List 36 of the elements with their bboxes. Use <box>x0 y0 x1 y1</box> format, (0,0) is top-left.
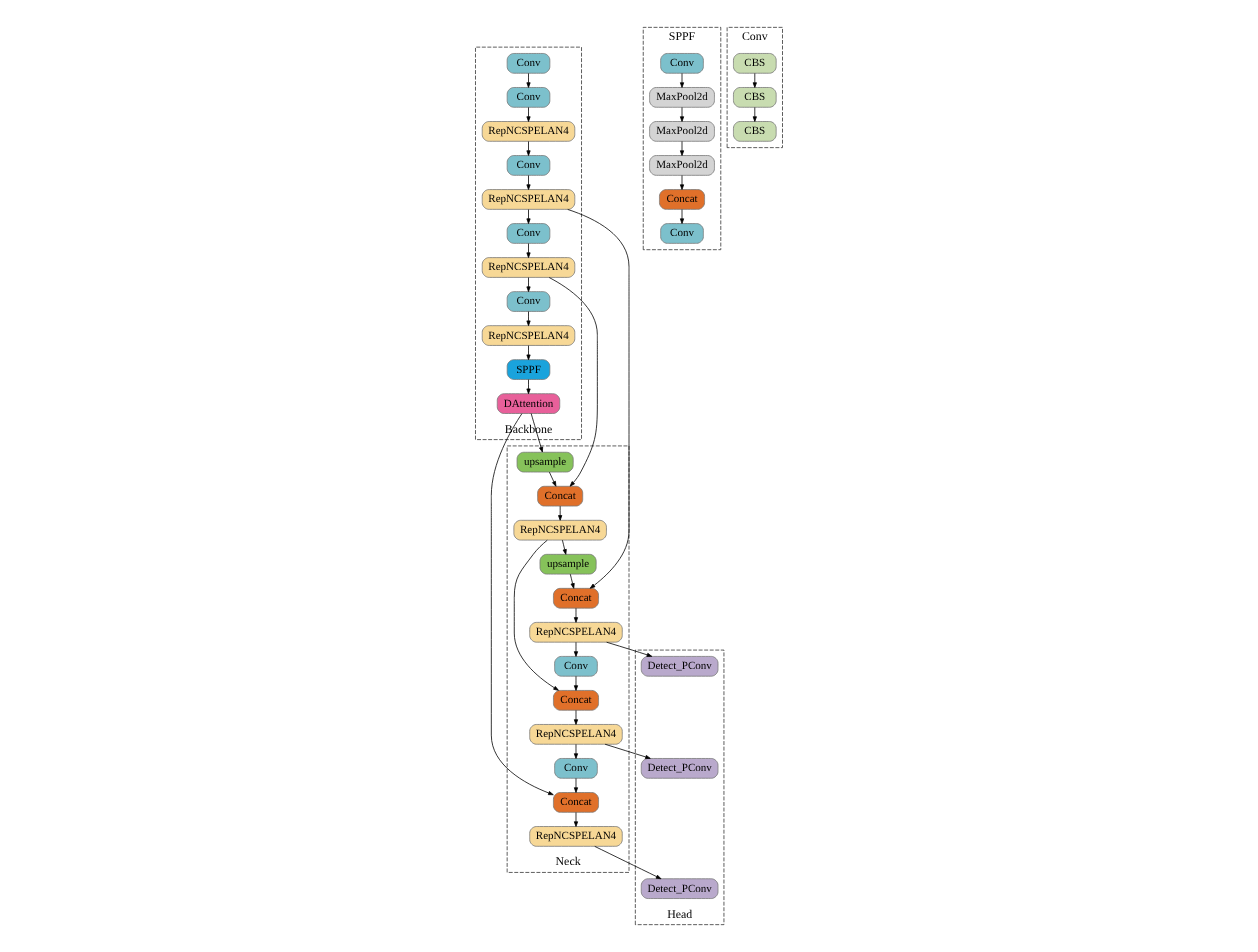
arrow <box>526 277 531 292</box>
arrow <box>526 72 531 88</box>
arrow <box>567 209 630 589</box>
arrow <box>530 413 544 453</box>
arrow <box>573 641 579 657</box>
arrow <box>558 505 563 521</box>
arrow <box>573 709 579 725</box>
arrow <box>679 141 685 156</box>
arrow <box>573 777 579 793</box>
arrow <box>526 243 531 258</box>
arrow <box>526 141 531 156</box>
arrow <box>548 277 598 487</box>
arrow <box>513 539 559 691</box>
arrow <box>679 175 685 190</box>
arrow <box>526 345 531 361</box>
arrow <box>679 72 685 88</box>
arrow <box>490 413 554 796</box>
arrow <box>526 175 531 190</box>
arrow <box>573 675 579 691</box>
arrow <box>679 209 685 224</box>
arrow <box>569 573 575 589</box>
arrow <box>526 107 531 122</box>
arrow <box>573 812 579 827</box>
arrow <box>752 107 757 122</box>
arrow <box>606 641 653 657</box>
arrow <box>526 311 531 327</box>
arrow <box>549 471 557 487</box>
arrow <box>594 846 662 880</box>
arrow <box>573 607 579 623</box>
arrow <box>752 72 757 88</box>
arrow <box>562 539 567 555</box>
arrow <box>526 209 531 224</box>
arrow <box>573 743 579 759</box>
arrow <box>679 107 685 122</box>
arrow <box>526 379 531 395</box>
arrow <box>604 743 651 759</box>
